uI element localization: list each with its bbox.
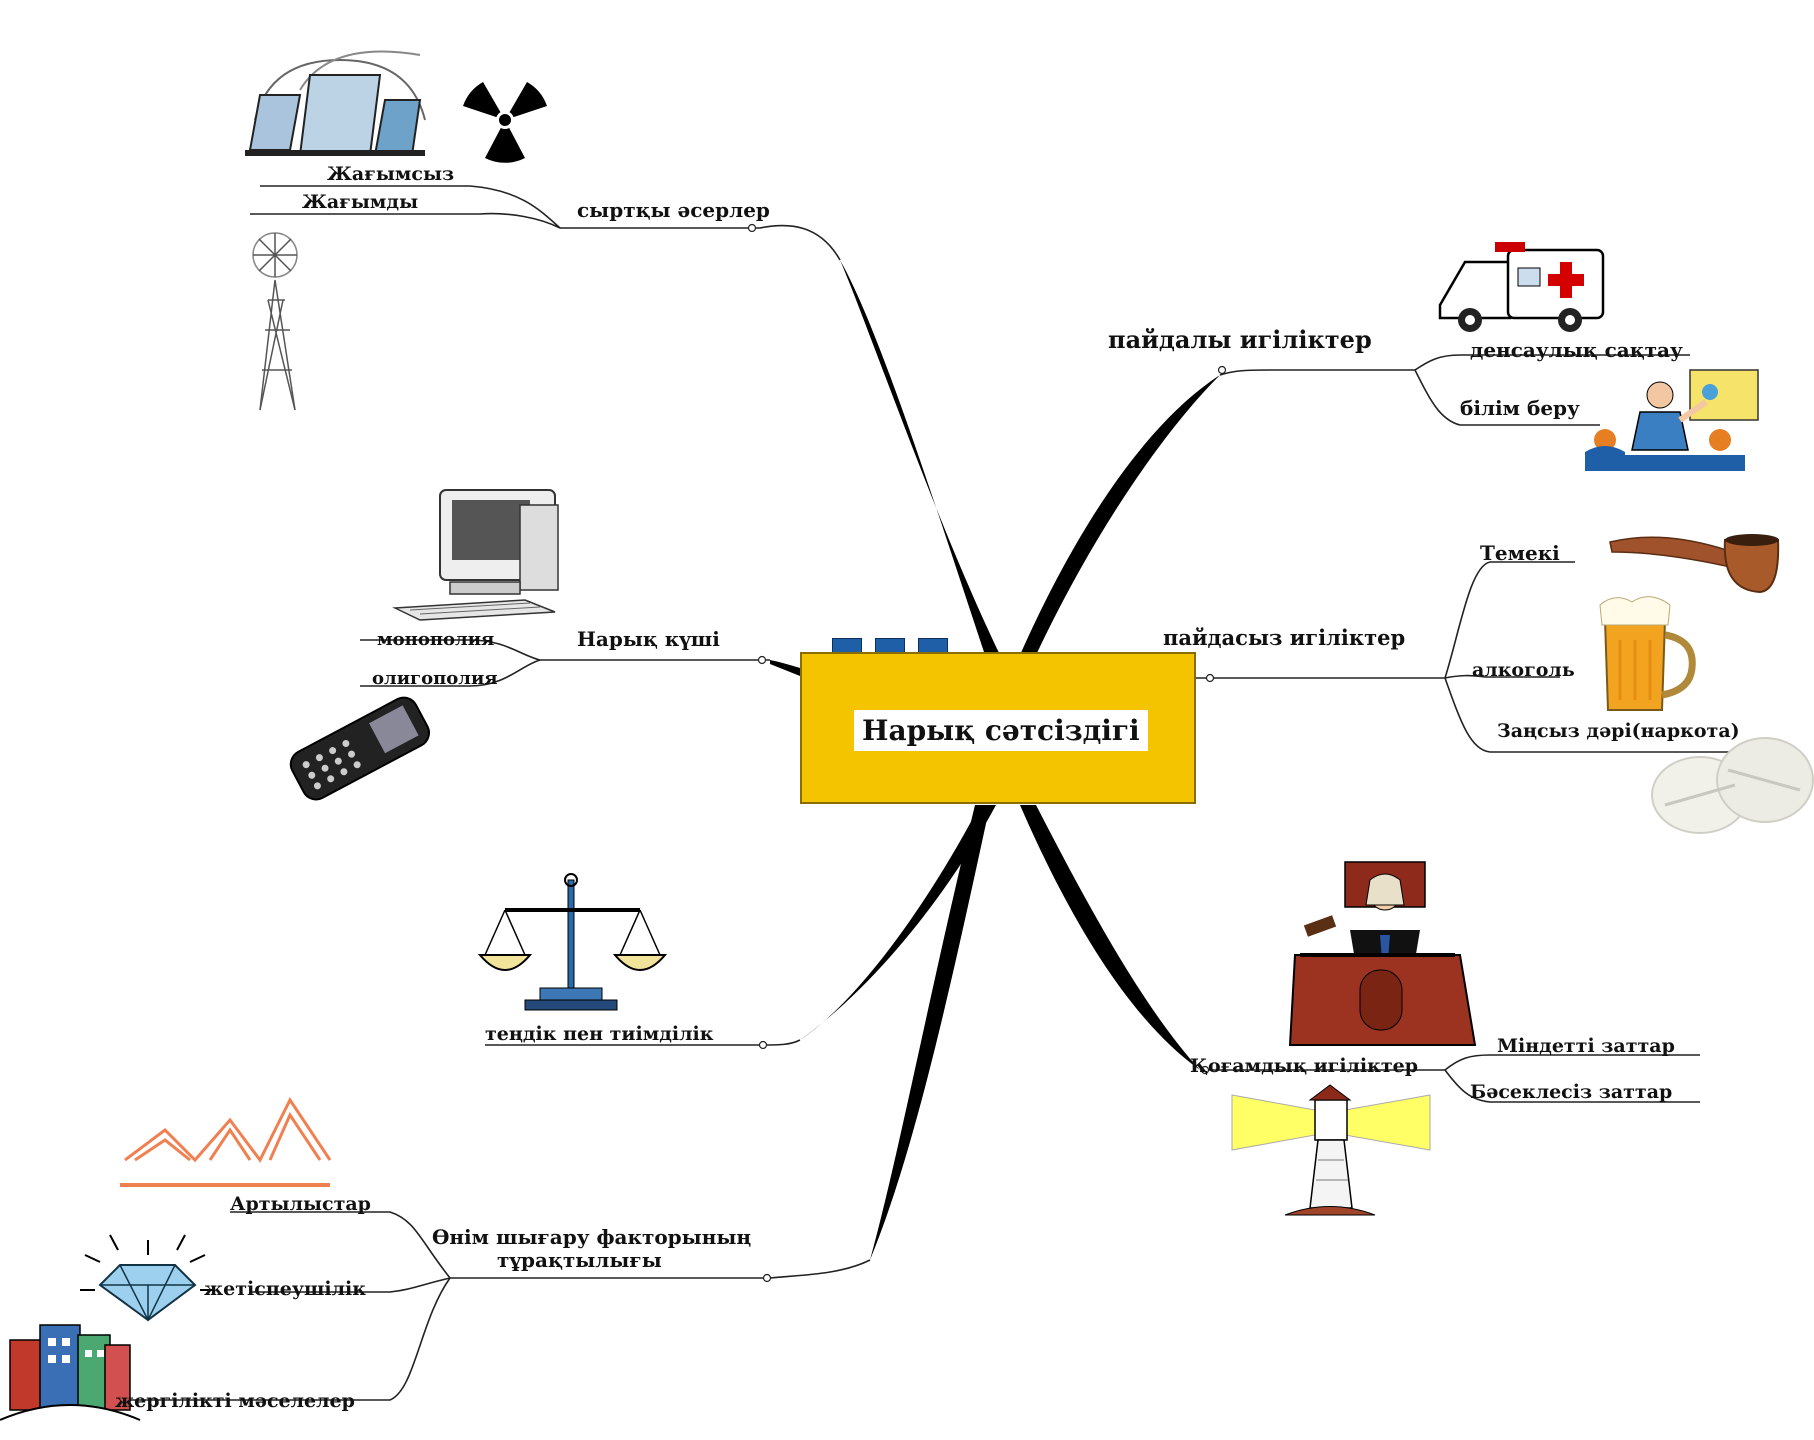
factors-label-line1: Өнім шығару факторының: [432, 1225, 752, 1249]
central-title: Нарық сәтсіздігі: [854, 710, 1148, 751]
branch-merit: [1020, 375, 1220, 655]
pills-icon: [1651, 737, 1814, 834]
lighthouse-icon: [1231, 1084, 1431, 1216]
branch-factors: [870, 805, 990, 1260]
branch-external: [840, 260, 1000, 655]
tobacco-label: Темекі: [1480, 541, 1560, 565]
mobile-phone-icon: [289, 696, 430, 801]
nuclear-plant-icon: [245, 50, 426, 156]
teacher-icon: [1585, 369, 1759, 471]
pipe-icon: [1609, 534, 1780, 594]
demerit-goods-label: пайдасыз игіліктер: [1163, 625, 1406, 650]
equity-efficiency-label: теңдік пен тиімділік: [485, 1023, 714, 1045]
radiation-icon: [463, 82, 547, 163]
merit-goods-label: пайдалы игіліктер: [1108, 325, 1372, 354]
central-node: Нарық сәтсіздігі: [800, 652, 1196, 804]
factors-label-line2: тұрақтылығы: [497, 1248, 662, 1272]
oligopoly-label: олигополия: [372, 668, 498, 689]
diamond-icon: [80, 1234, 215, 1322]
market-power-label: Нарық күші: [577, 627, 720, 651]
buildings-icon: [0, 1324, 141, 1421]
ambulance-icon: [1438, 242, 1605, 332]
windmill-icon: [252, 232, 298, 411]
judge-icon: [1288, 861, 1477, 1046]
beer-icon: [1599, 596, 1696, 711]
education-label: білім беру: [1460, 396, 1580, 420]
branch-market-power: [770, 660, 800, 676]
positive-label: Жағымды: [302, 191, 419, 213]
alcohol-label: алкоголь: [1472, 659, 1575, 681]
surpluses-label: Артылыстар: [230, 1193, 371, 1215]
healthcare-label: денсаулық сақтау: [1470, 338, 1683, 362]
monopoly-label: монополия: [377, 629, 495, 650]
external-effects-label: сыртқы әсерлер: [577, 198, 770, 222]
branch-equity: [800, 805, 996, 1040]
scales-icon: [477, 873, 668, 1011]
branch-public: [1020, 805, 1200, 1070]
shortage-label: жетіспеушілік: [204, 1278, 366, 1300]
negative-label: Жағымсыз: [327, 163, 455, 185]
compulsory-goods-label: Міндетті заттар: [1497, 1035, 1675, 1057]
computer-icon: [392, 489, 559, 621]
illegal-drugs-label: Заңсыз дәрі(наркота): [1497, 720, 1740, 742]
local-problems-label: жергілікті мәселелер: [115, 1390, 355, 1412]
mountains-icon: [120, 1097, 332, 1187]
public-goods-label: Қоғамдық игіліктер: [1190, 1055, 1419, 1077]
non-rival-goods-label: Бәсеклесіз заттар: [1470, 1081, 1673, 1103]
